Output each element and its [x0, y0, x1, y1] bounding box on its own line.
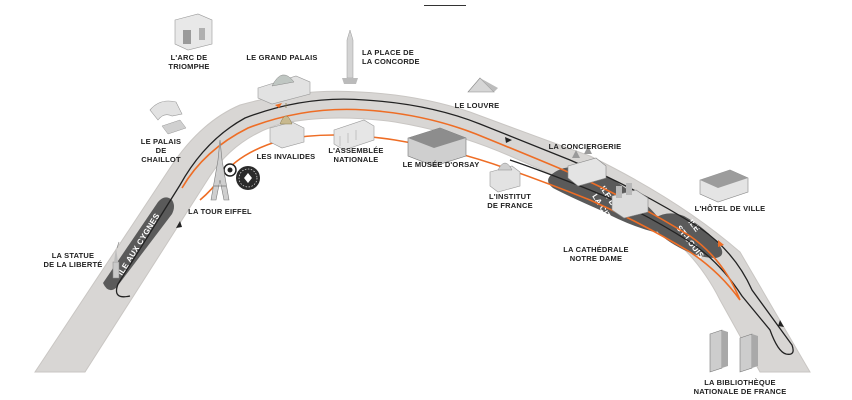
label-arc-de-triomphe: L'ARC DE TRIOMPHE	[168, 53, 210, 71]
label-statue-liberte: LA STATUE DE LA LIBERTÉ	[43, 251, 103, 269]
grand-palais-icon	[257, 74, 311, 105]
notre-dame-icon	[611, 183, 649, 219]
conciergerie-icon	[567, 146, 607, 187]
arc-de-triomphe-icon	[174, 13, 213, 51]
label-institut-france: L'INSTITUT DE FRANCE	[487, 192, 533, 210]
label-notre-dame: LA CATHÉDRALE NOTRE DAME	[563, 245, 629, 263]
bibliotheque-icon	[709, 329, 758, 373]
hotel-de-ville-icon	[699, 169, 749, 203]
label-assemblee-nationale: L'ASSEMBLÉE NATIONALE	[328, 146, 384, 164]
label-conciergerie: LA CONCIERGERIE	[548, 142, 622, 151]
label-bibliotheque: LA BIBLIOTHÈQUE NATIONALE DE FRANCE	[693, 378, 787, 396]
label-invalides: LES INVALIDES	[256, 152, 316, 161]
start-point-icon	[223, 163, 237, 177]
label-grand-palais: LE GRAND PALAIS	[246, 53, 318, 62]
musee-orsay-icon	[407, 127, 467, 167]
statue-liberte-icon	[112, 241, 120, 279]
direction-arrow-3	[505, 137, 512, 143]
cruise-route-black	[115, 98, 794, 355]
label-tour-eiffel: LA TOUR EIFFEL	[188, 207, 252, 216]
palais-chaillot-icon	[149, 100, 187, 135]
label-palais-chaillot: LE PALAIS DE CHAILLOT	[140, 137, 182, 164]
top-rule	[424, 5, 466, 6]
direction-arrow-1	[176, 221, 182, 228]
tour-eiffel-icon	[210, 139, 230, 201]
direction-arrow-5	[778, 320, 784, 327]
label-place-concorde: LA PLACE DE LA CONCORDE	[362, 48, 420, 66]
assemblee-nationale-icon	[333, 119, 375, 151]
label-louvre: LE LOUVRE	[454, 101, 500, 110]
louvre-pyramid-icon	[467, 77, 498, 93]
port-logo-icon	[236, 166, 260, 190]
institut-france-icon	[489, 162, 521, 193]
les-invalides-icon	[269, 103, 305, 149]
ile-aux-cygnes-shape	[103, 197, 174, 291]
concorde-obelisk-icon	[342, 29, 358, 84]
direction-arrow-2	[275, 103, 282, 108]
label-hotel-de-ville: L'HÔTEL DE VILLE	[694, 204, 766, 213]
direction-arrow-4	[718, 240, 724, 247]
label-musee-orsay: LE MUSÉE D'ORSAY	[402, 160, 480, 169]
river-seine	[34, 90, 811, 373]
